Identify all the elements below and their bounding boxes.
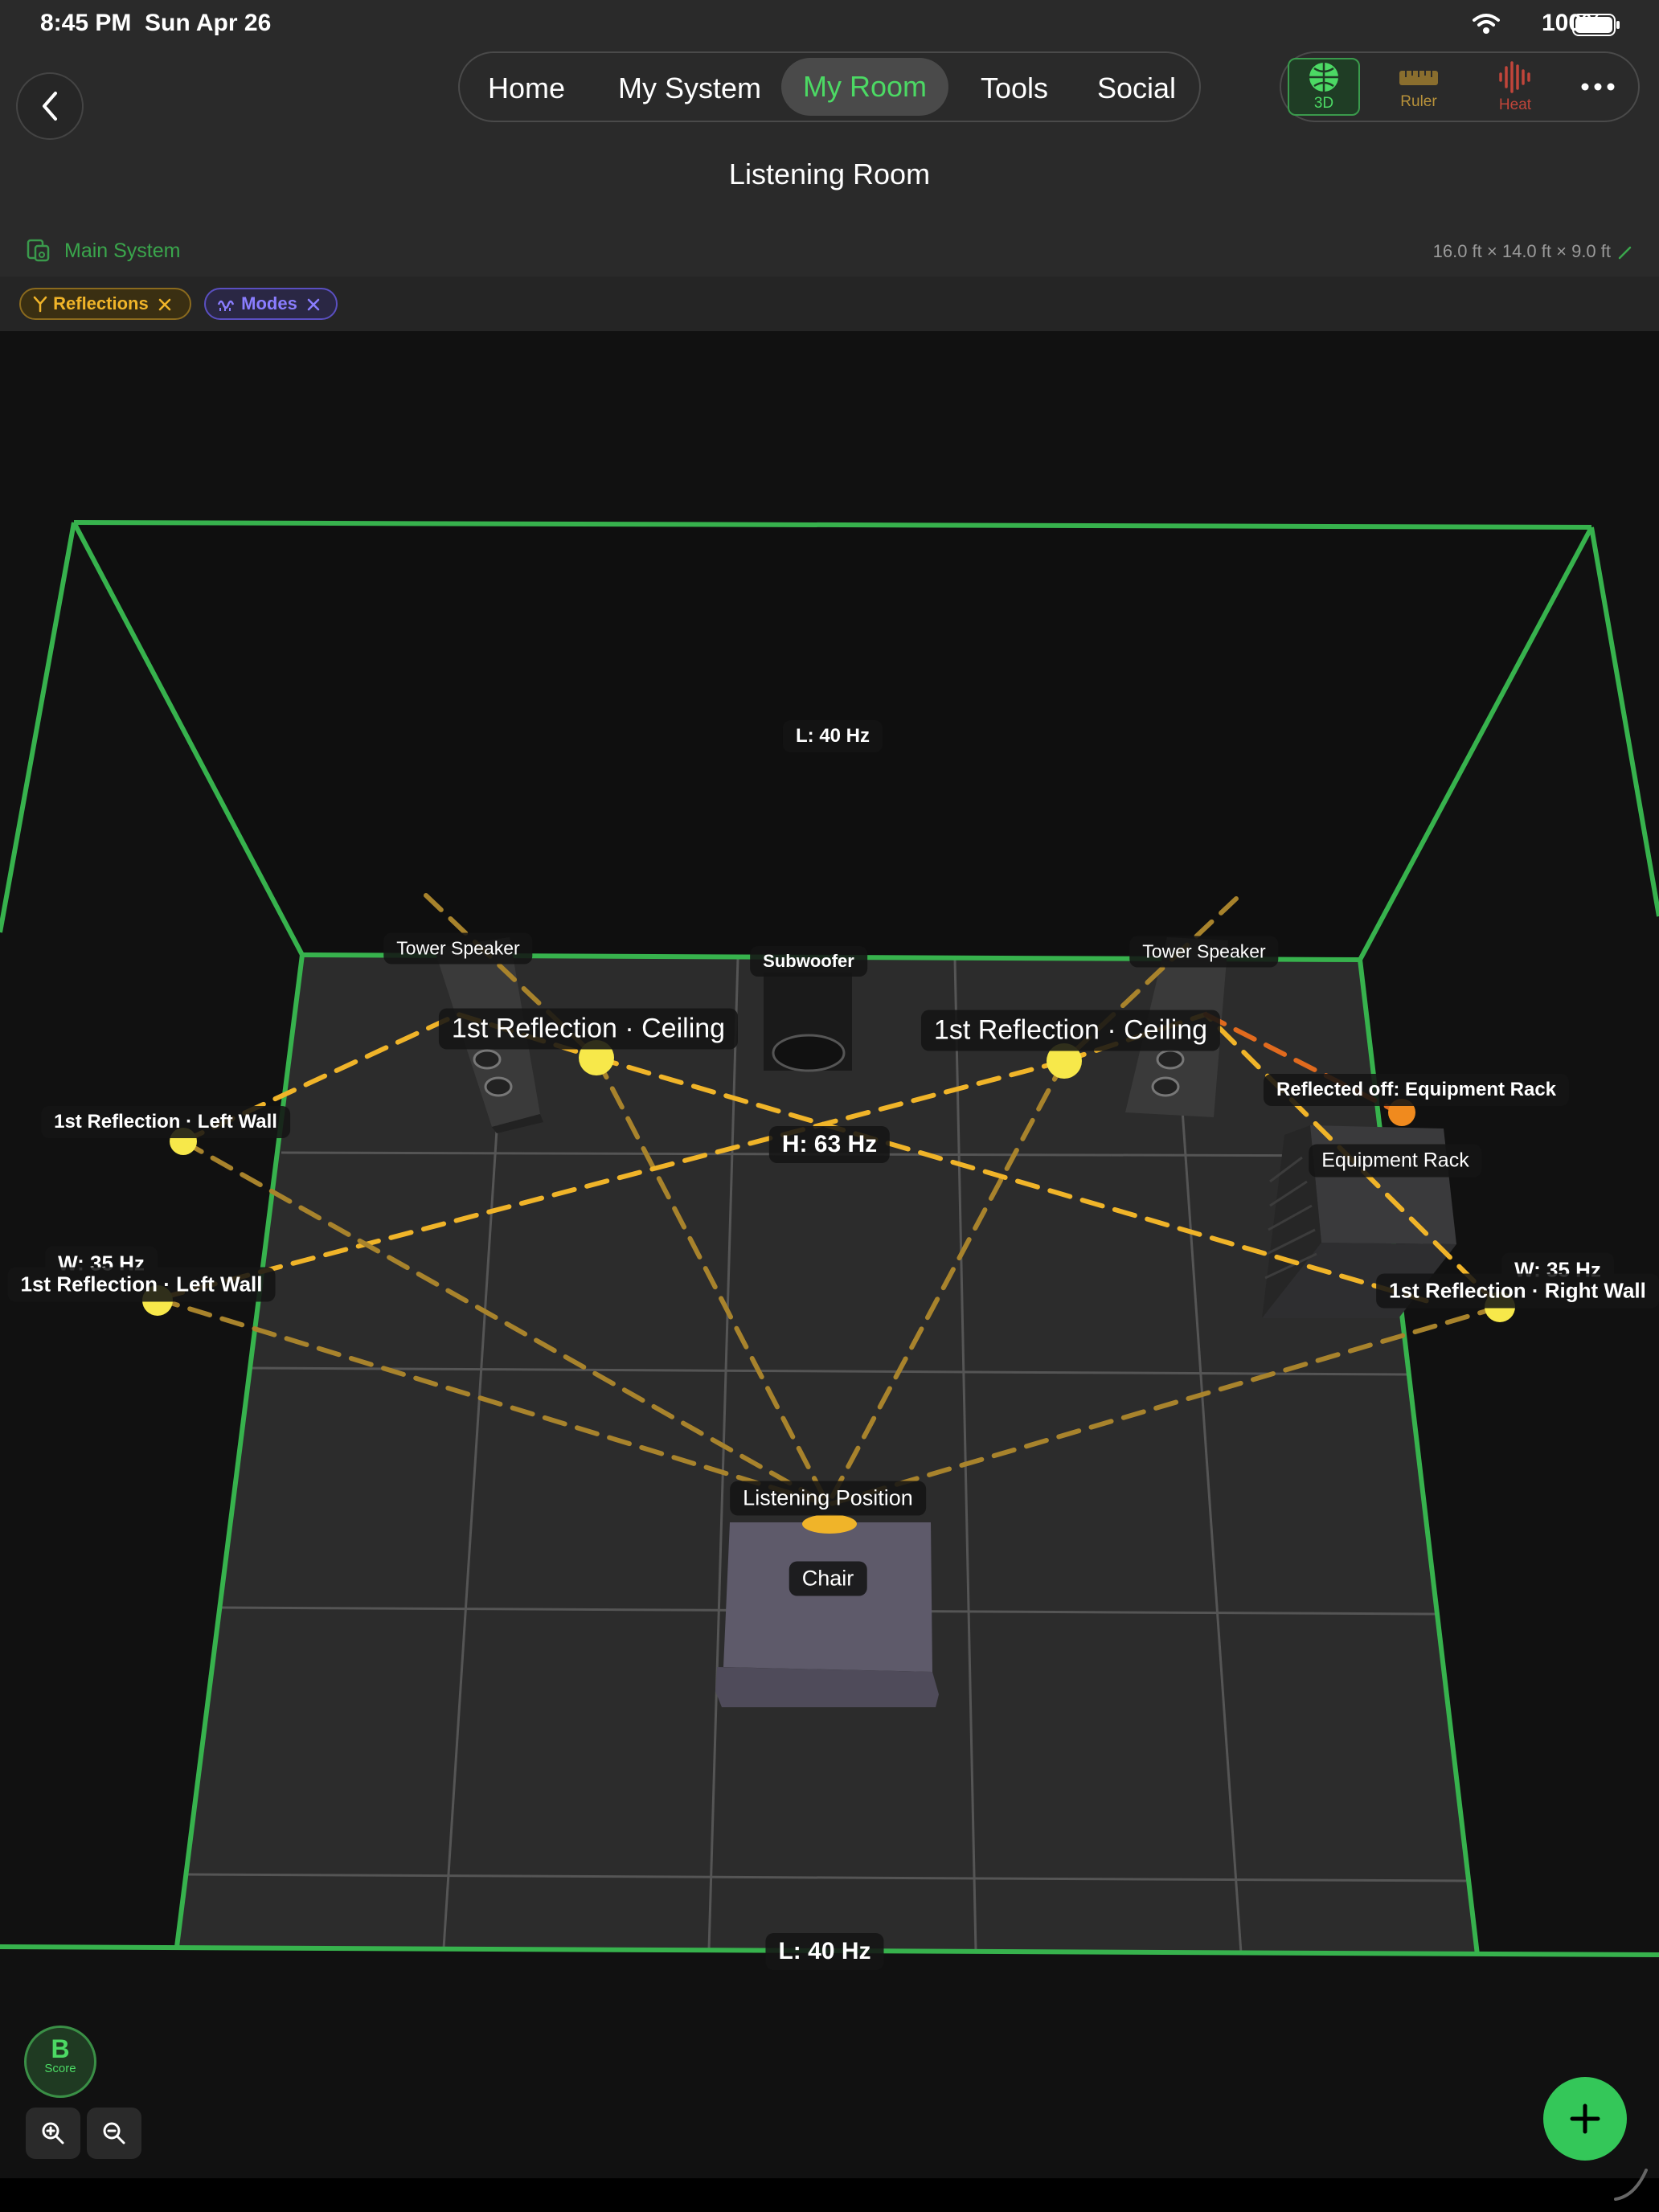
ruler-icon bbox=[1399, 71, 1438, 85]
tab-home[interactable]: Home bbox=[487, 72, 566, 104]
label-reflection-left-wall-lower: 1st Reflection · Left Wall bbox=[7, 1267, 276, 1302]
label-tower-speaker-right[interactable]: Tower Speaker bbox=[1129, 936, 1279, 968]
filter-chip-reflections-label: Reflections bbox=[53, 293, 149, 313]
status-date: Sun Apr 26 bbox=[145, 10, 272, 36]
waveform-icon bbox=[1499, 61, 1530, 93]
zoom-out-icon bbox=[103, 2122, 125, 2144]
label-reflection-equipment: Reflected off: Equipment Rack bbox=[1263, 1074, 1570, 1106]
resize-handle-icon[interactable] bbox=[1611, 2164, 1649, 2202]
more-button[interactable] bbox=[1566, 58, 1630, 116]
zoom-in-icon bbox=[42, 2122, 64, 2144]
status-bar: 8:45 PM Sun Apr 26 100% bbox=[0, 0, 1659, 51]
close-icon[interactable] bbox=[307, 298, 320, 311]
label-reflection-left-wall-upper: 1st Reflection · Left Wall bbox=[41, 1106, 290, 1138]
tab-my-system[interactable]: My System bbox=[617, 72, 761, 104]
close-icon[interactable] bbox=[158, 298, 171, 311]
mode-label-length-top: L: 40 Hz bbox=[782, 720, 883, 752]
main-nav: Home My System My Room Tools Social bbox=[458, 51, 1201, 122]
score-grade: B bbox=[51, 2034, 70, 2063]
filter-chip-modes[interactable]: Modes bbox=[204, 288, 338, 320]
filter-chip-reflections[interactable]: Reflections bbox=[19, 288, 191, 320]
room-3d-view[interactable]: L: 40 Hz Tower Speaker Subwoofer Tower S… bbox=[0, 331, 1659, 2178]
system-icon[interactable] bbox=[26, 238, 51, 264]
tab-social[interactable]: Social bbox=[1096, 72, 1177, 104]
edit-icon[interactable] bbox=[1617, 244, 1633, 260]
filter-chips: Reflections Modes bbox=[0, 276, 1659, 331]
home-indicator-area bbox=[0, 2178, 1659, 2212]
system-name[interactable]: Main System bbox=[64, 240, 181, 262]
tab-my-room[interactable]: My Room bbox=[781, 58, 948, 116]
globe-icon bbox=[1309, 63, 1338, 92]
label-tower-speaker-left[interactable]: Tower Speaker bbox=[383, 932, 533, 965]
filter-chip-modes-label: Modes bbox=[241, 293, 297, 313]
more-icon bbox=[1581, 83, 1615, 91]
tool-heat[interactable]: Heat bbox=[1479, 58, 1551, 116]
zoom-out-button[interactable] bbox=[87, 2108, 141, 2159]
tool-3d-label: 3D bbox=[1313, 95, 1334, 112]
tool-heat-label: Heat bbox=[1498, 96, 1532, 113]
room-floor bbox=[177, 955, 1477, 1955]
tool-ruler[interactable]: Ruler bbox=[1382, 58, 1455, 116]
label-reflection-ceiling-right: 1st Reflection · Ceiling bbox=[920, 1010, 1221, 1051]
status-time: 8:45 PM bbox=[40, 10, 132, 36]
label-reflection-right-wall: 1st Reflection · Right Wall bbox=[1376, 1273, 1659, 1309]
add-button[interactable] bbox=[1543, 2077, 1627, 2161]
room-render[interactable] bbox=[0, 331, 1659, 2178]
back-button[interactable] bbox=[16, 72, 84, 140]
plus-icon bbox=[1570, 2103, 1600, 2134]
label-subwoofer[interactable]: Subwoofer bbox=[750, 946, 867, 977]
score-label: Score bbox=[44, 2062, 76, 2075]
reflection-icon bbox=[33, 296, 47, 313]
wifi-icon bbox=[1473, 14, 1500, 34]
view-tools: 3D Ruler Heat bbox=[1280, 51, 1640, 122]
page-title: Listening Room bbox=[728, 158, 931, 190]
chevron-left-icon bbox=[43, 92, 57, 121]
label-listening-position[interactable]: Listening Position bbox=[730, 1481, 926, 1516]
system-bar: Main System 16.0 ft × 14.0 ft × 9.0 ft bbox=[0, 227, 1659, 276]
label-chair[interactable]: Chair bbox=[789, 1561, 867, 1596]
tool-ruler-label: Ruler bbox=[1400, 93, 1437, 110]
tool-3d[interactable]: 3D bbox=[1288, 58, 1360, 116]
label-reflection-ceiling-left: 1st Reflection · Ceiling bbox=[438, 1008, 739, 1050]
mode-label-length-bottom: L: 40 Hz bbox=[765, 1933, 884, 1970]
battery-icon bbox=[1572, 14, 1620, 36]
label-equipment-rack[interactable]: Equipment Rack bbox=[1309, 1144, 1482, 1178]
zoom-in-button[interactable] bbox=[26, 2108, 80, 2159]
room-dimensions[interactable]: 16.0 ft × 14.0 ft × 9.0 ft bbox=[1432, 241, 1611, 261]
modes-icon bbox=[217, 300, 235, 311]
score-badge[interactable]: B Score bbox=[24, 2026, 96, 2098]
chair[interactable] bbox=[715, 1522, 939, 1707]
mode-label-height: H: 63 Hz bbox=[768, 1126, 891, 1163]
subwoofer[interactable] bbox=[764, 973, 852, 1072]
floor-grid bbox=[187, 956, 1467, 1954]
tab-tools[interactable]: Tools bbox=[980, 72, 1049, 104]
